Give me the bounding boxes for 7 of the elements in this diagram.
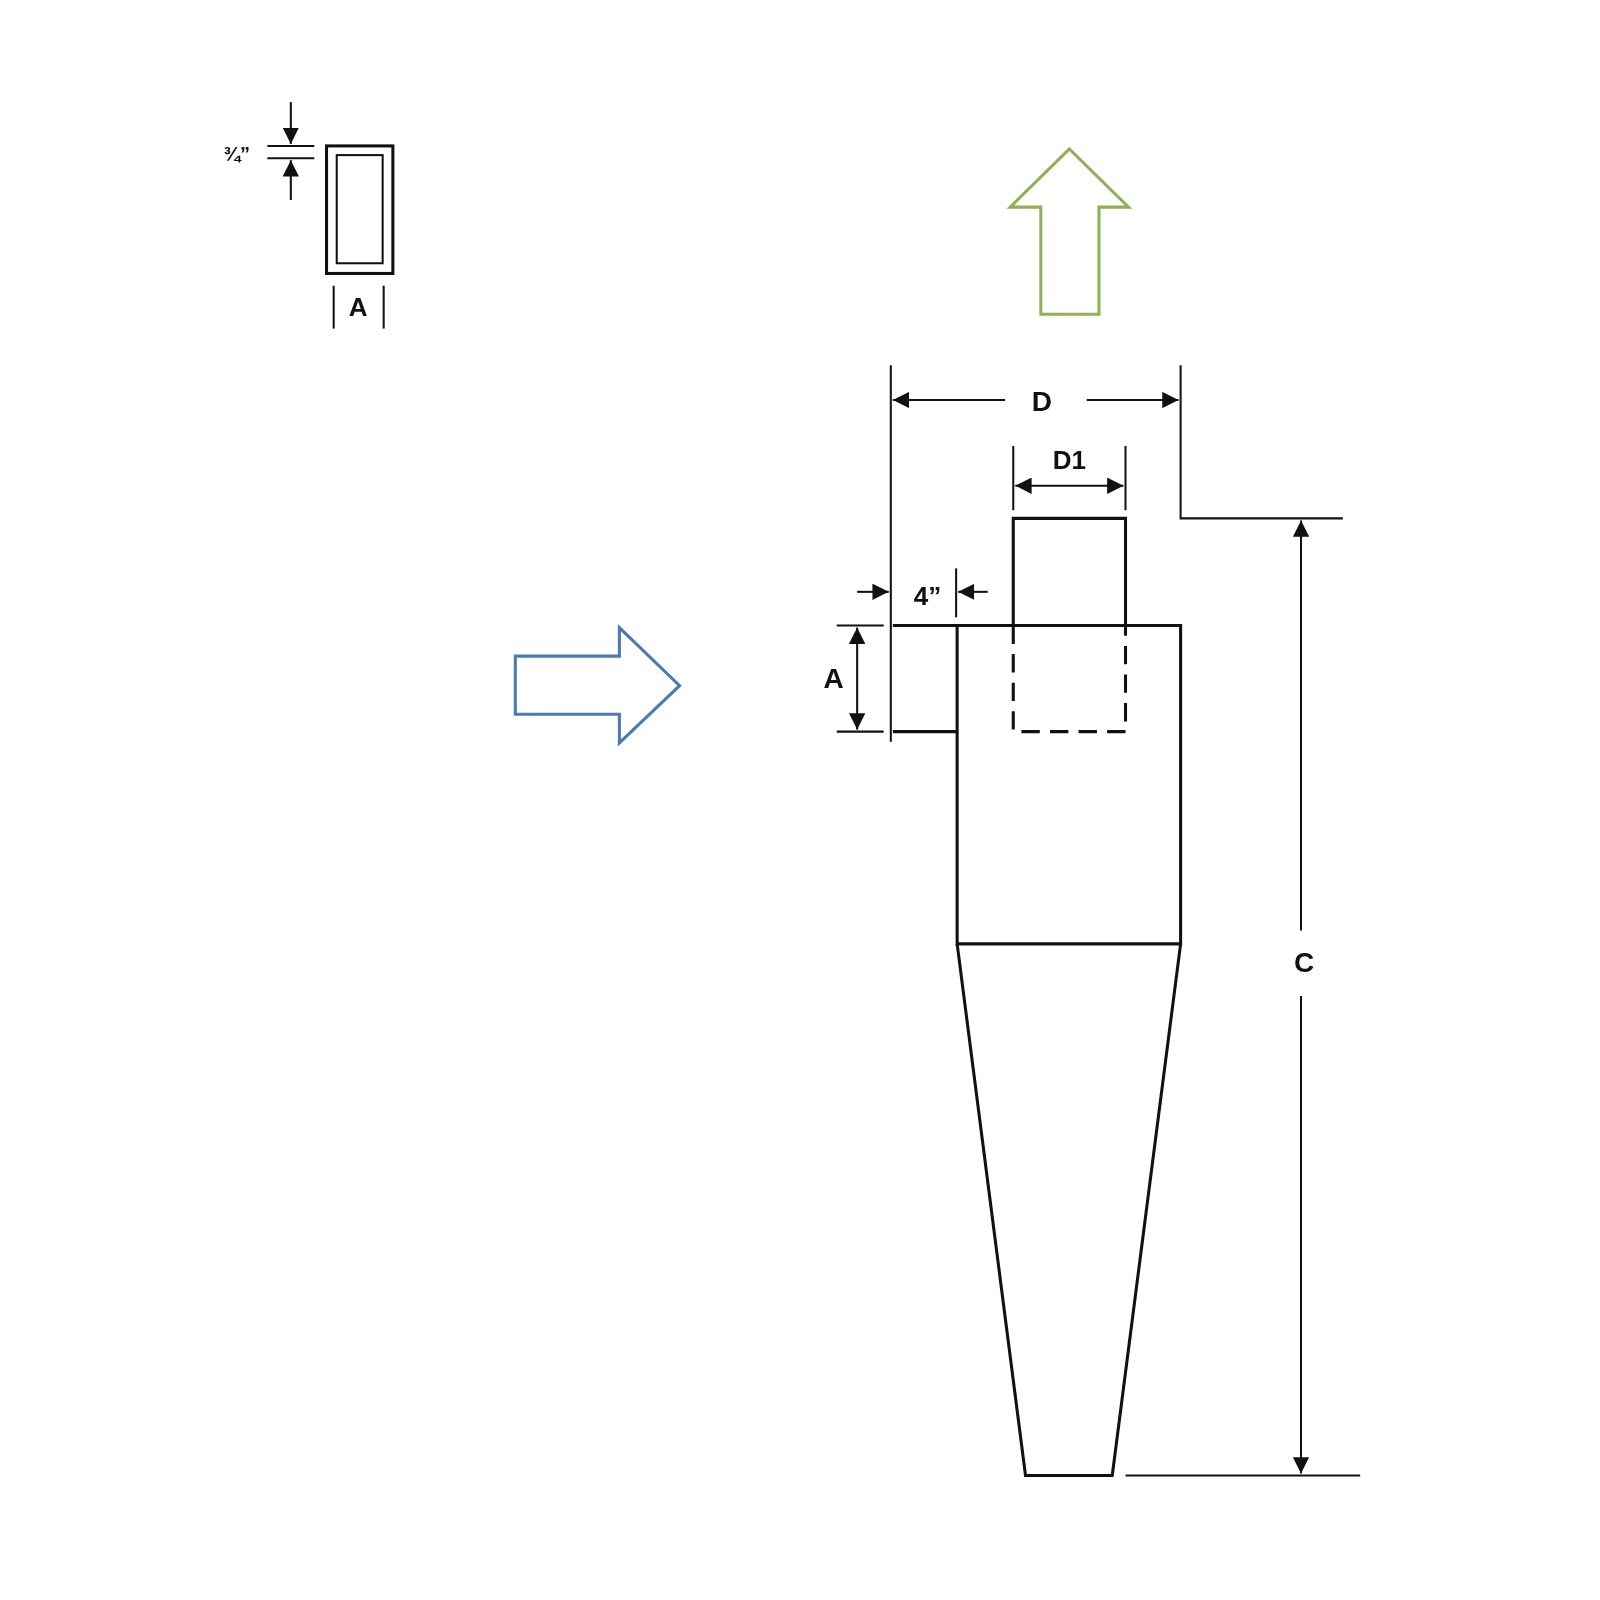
dimension-label: ¾” [223,144,251,165]
dimension-label: A [348,294,368,321]
dimension-label: C [1293,949,1315,978]
dimension-label: D1 [1052,447,1086,474]
dimension-label: D [1031,388,1052,417]
dimension-label: 4” [913,582,942,609]
dimension-label: A [823,664,844,693]
